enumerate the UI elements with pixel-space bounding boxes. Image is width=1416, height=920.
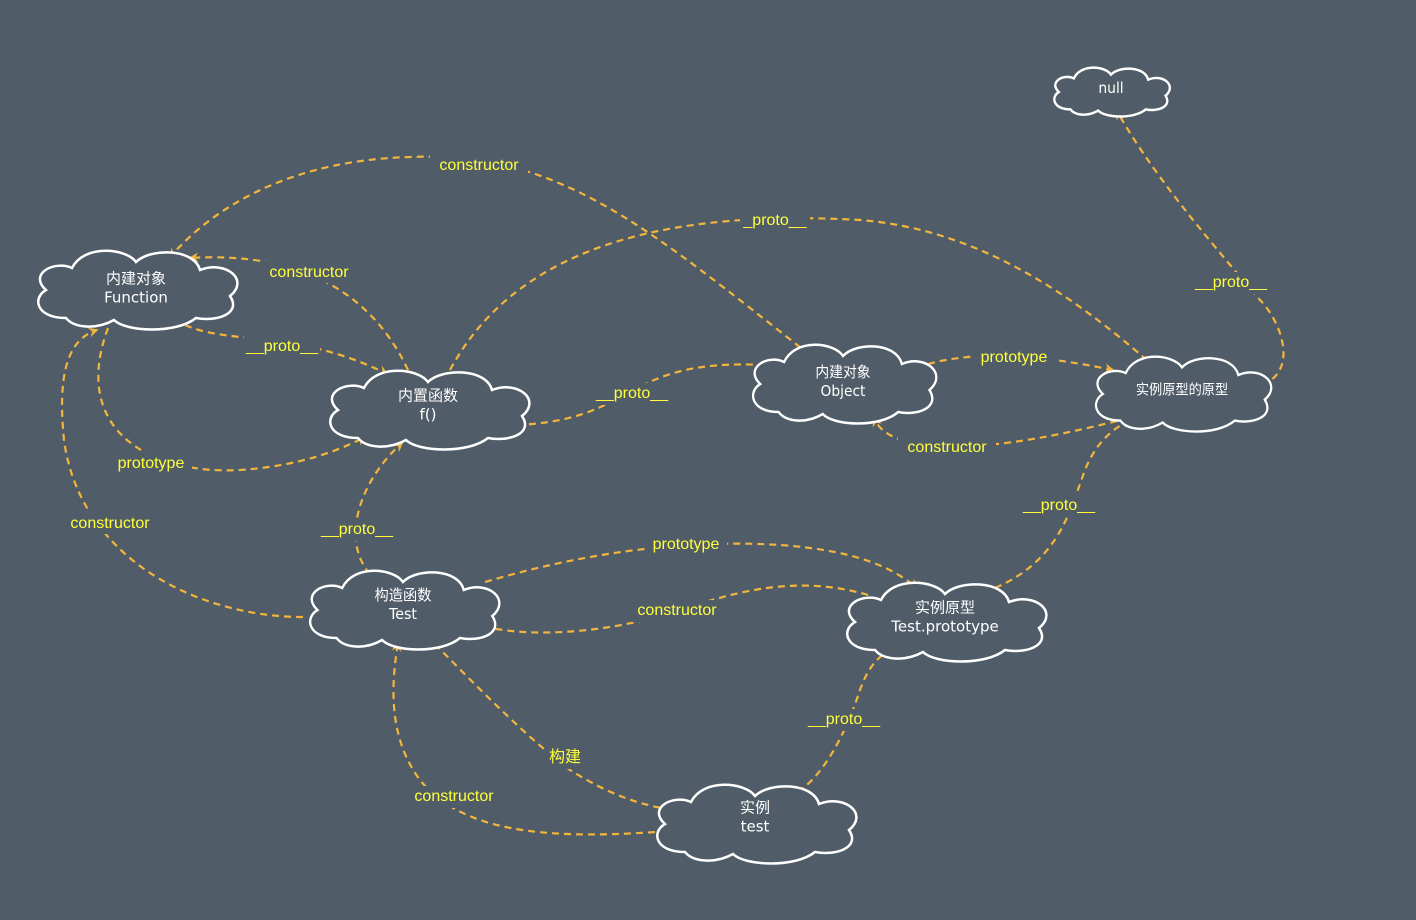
cloud-shape	[751, 343, 938, 425]
edge-function-to-fn-proto: __proto__	[184, 323, 389, 375]
edge-label-proto: _proto__	[742, 212, 807, 229]
cloud-shape	[1053, 66, 1171, 118]
edge-label-proto: __proto__	[245, 338, 319, 355]
cloud-shape	[1094, 355, 1273, 433]
node-title: 构造函数	[375, 587, 432, 604]
node-title: 内建对象	[815, 364, 870, 382]
node-subtitle: Object	[821, 384, 866, 401]
edge-protoproto-to-object-constructor: constructor	[872, 416, 1118, 459]
node-builtin-function[interactable]: 内置函数 f()	[329, 369, 531, 451]
edge-label-constructor: constructor	[414, 788, 494, 805]
edge-function-to-fn-prototype: prototype	[97, 327, 367, 474]
edge-label-proto: __proto__	[807, 711, 881, 728]
edge-label-proto: __proto__	[1194, 274, 1268, 291]
edge-label-constructor: constructor	[70, 515, 150, 532]
node-subtitle: Test.prototype	[890, 618, 998, 636]
node-object[interactable]: 内建对象 Object	[751, 343, 938, 425]
node-null[interactable]: null	[1053, 66, 1171, 118]
node-constructor-test[interactable]: 构造函数 Test	[308, 569, 501, 651]
edge-label-proto: __proto__	[1022, 497, 1096, 514]
edge-test-to-fn-proto: __proto__	[319, 441, 404, 575]
node-function-object[interactable]: 内建对象 Function	[37, 249, 239, 331]
cloud-shape	[846, 581, 1048, 663]
node-title: 内建对象	[106, 270, 166, 288]
edge-object-to-protoproto-prototype: prototype	[927, 347, 1115, 374]
edge-label-constructor: constructor	[439, 157, 519, 174]
node-test-prototype[interactable]: 实例原型 Test.prototype	[846, 581, 1048, 663]
node-title: 内置函数	[398, 387, 458, 405]
edge-label-prototype: prototype	[118, 455, 185, 472]
edge-instance-to-testproto-proto: __proto__	[797, 649, 892, 793]
node-title: 实例原型的原型	[1136, 382, 1229, 399]
edge-protoproto-to-null-proto: __proto__	[1116, 109, 1285, 387]
edge-label-constructor: constructor	[907, 439, 987, 456]
edge-testproto-to-protoproto-proto: __proto__	[994, 419, 1132, 590]
edge-instance-to-test-constructor: constructor	[391, 641, 656, 836]
cloud-shape	[308, 569, 501, 651]
edge-label-proto: __proto__	[595, 385, 669, 402]
edge-object-to-fn-proto: __proto__	[514, 363, 766, 430]
node-prototype-of-prototype[interactable]: 实例原型的原型	[1094, 355, 1273, 433]
edge-fn-to-function-constructor: constructor	[188, 252, 409, 371]
nodes-layer: 内建对象 Function 内置函数 f() 内建对象 Object 实例原型的…	[37, 66, 1273, 865]
edge-label-build: 构建	[549, 748, 581, 766]
node-subtitle: test	[741, 818, 770, 836]
node-subtitle: f()	[420, 406, 437, 424]
edge-object-to-function-constructor: constructor	[168, 154, 811, 356]
node-subtitle: Test	[388, 606, 417, 623]
edge-label-proto: __proto__	[320, 521, 394, 538]
edges-layer: constructor constructor __proto__ protot…	[60, 109, 1285, 836]
edge-label-prototype: prototype	[653, 536, 720, 553]
node-title: null	[1098, 81, 1123, 98]
edge-test-to-function-constructor: constructor	[60, 327, 304, 619]
edge-fn-to-protoproto-proto: _proto__	[449, 210, 1159, 371]
node-title: 实例原型	[915, 599, 975, 617]
cloud-shape	[37, 249, 239, 331]
cloud-shape	[329, 369, 531, 451]
node-instance-test[interactable]: 实例 test	[656, 783, 858, 865]
edge-test-to-instance-build: 构建	[434, 643, 675, 814]
edge-label-constructor: constructor	[269, 264, 349, 281]
cloud-shape	[656, 783, 858, 865]
node-subtitle: Function	[104, 289, 168, 307]
edge-label-prototype: prototype	[981, 349, 1048, 366]
edge-label-constructor: constructor	[637, 602, 717, 619]
edge-testproto-to-test-constructor: constructor	[479, 584, 869, 634]
edge-test-to-testproto-prototype: prototype	[484, 534, 919, 590]
node-title: 实例	[740, 799, 770, 817]
